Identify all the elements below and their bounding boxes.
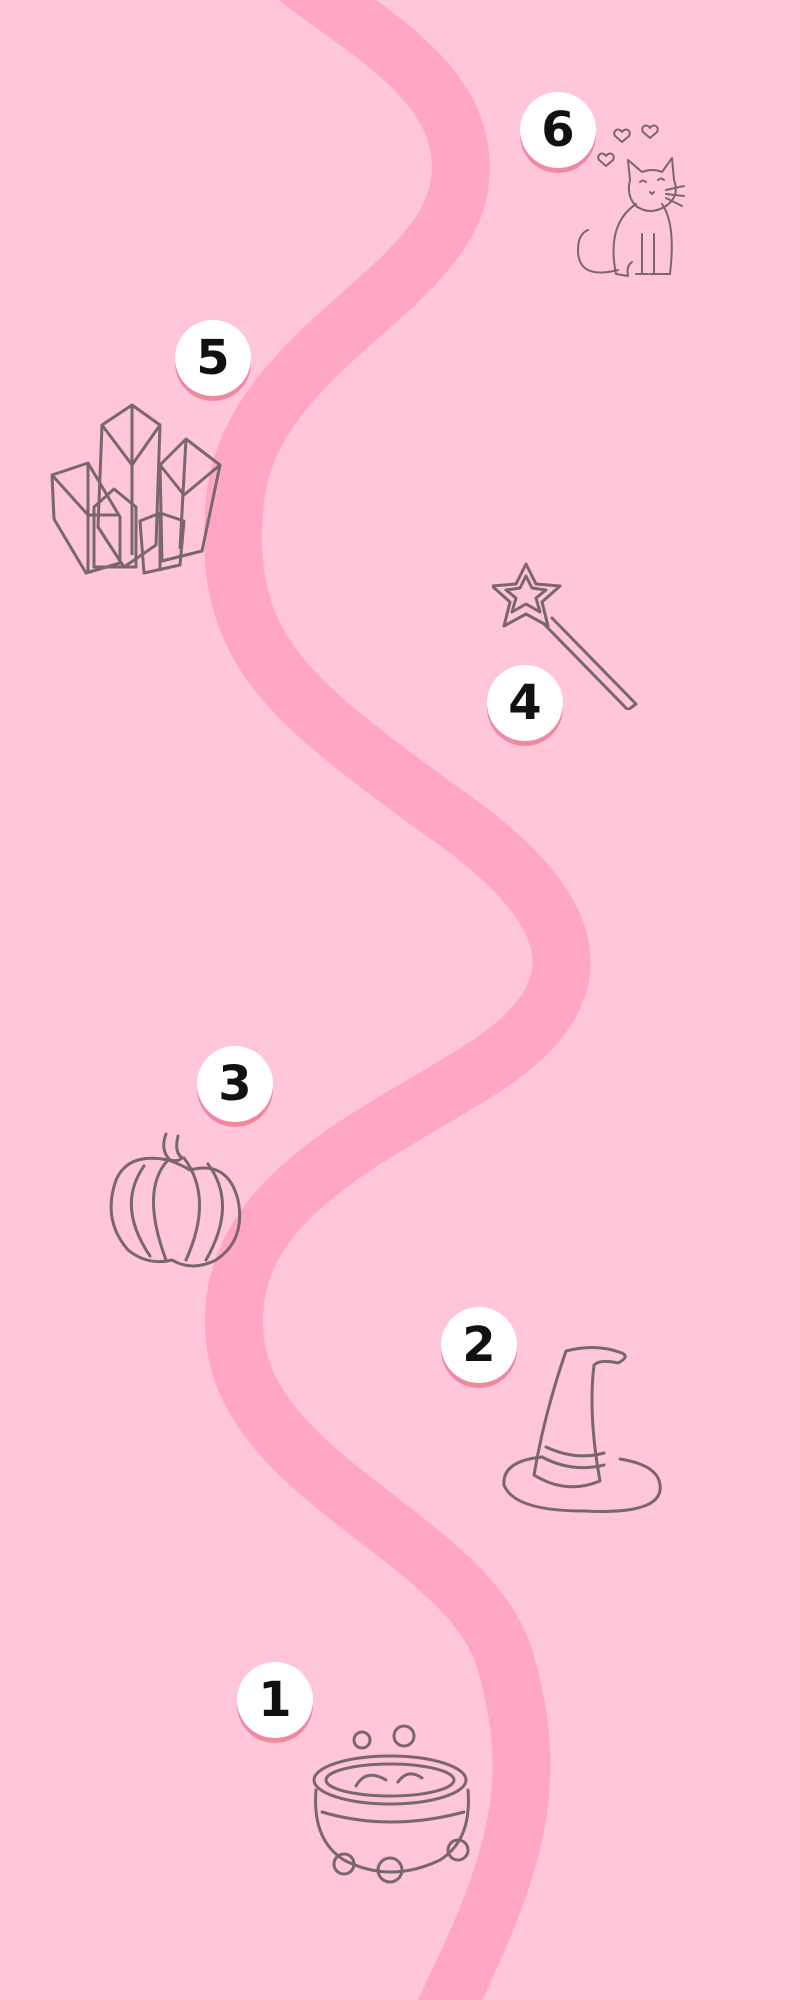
magic-wand-icon <box>492 562 638 710</box>
step-badge-2[interactable]: 2 <box>441 1307 517 1383</box>
step-badge-6[interactable]: 6 <box>520 92 596 168</box>
witch-hat-icon <box>502 1346 662 1513</box>
cauldron-icon <box>312 1724 470 1884</box>
path-track <box>204 0 591 2000</box>
pumpkin-icon <box>109 1132 242 1268</box>
crystals-icon <box>50 403 222 575</box>
step-badge-3[interactable]: 3 <box>197 1046 273 1122</box>
step-badge-4[interactable]: 4 <box>487 665 563 741</box>
cat-icon <box>577 124 685 277</box>
step-badge-5[interactable]: 5 <box>175 320 251 396</box>
step-badge-1[interactable]: 1 <box>237 1662 313 1738</box>
